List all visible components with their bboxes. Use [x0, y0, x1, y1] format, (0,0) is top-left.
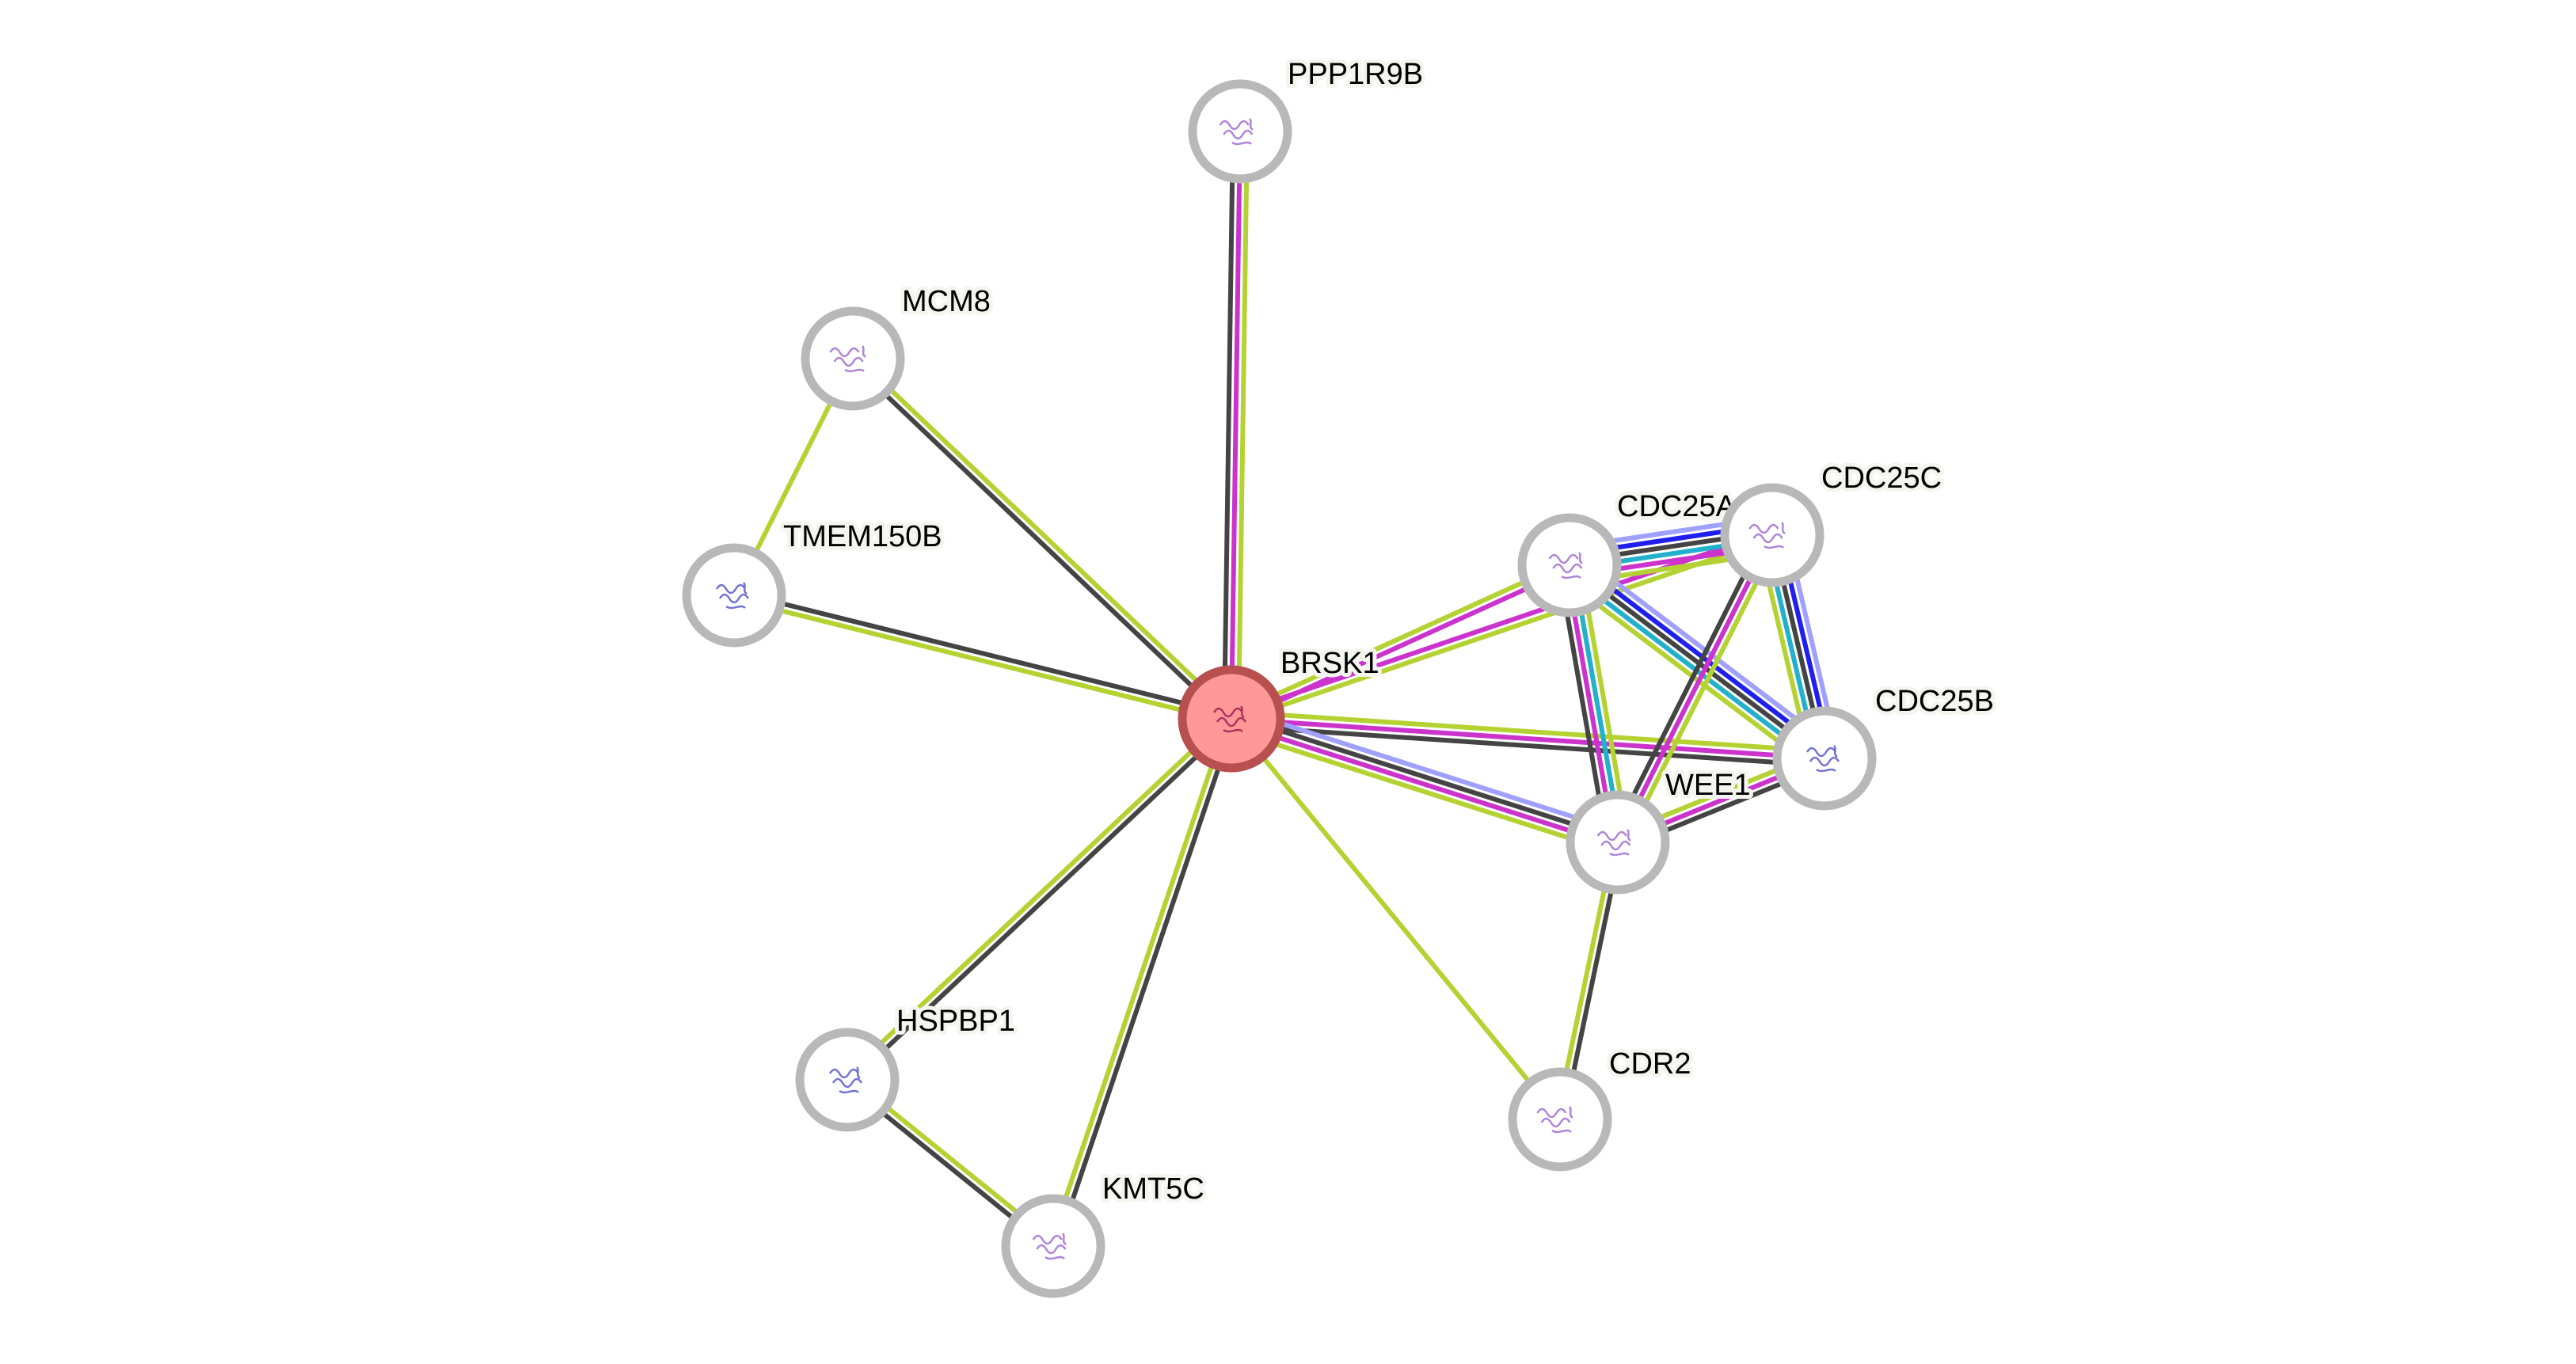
- protein-structure-icon: [829, 345, 866, 373]
- evidence-line-textmining: [1559, 574, 1817, 772]
- node-hspbp1[interactable]: HSPBP1: [795, 1001, 1019, 1132]
- protein-node-circle[interactable]: [795, 1028, 900, 1132]
- protein-structure-icon: [1212, 705, 1247, 733]
- protein-structure-icon: [1805, 745, 1840, 773]
- edge-brsk1-tmem150b[interactable]: [732, 589, 1233, 725]
- protein-structure-icon: [1548, 552, 1583, 579]
- protein-node-circle[interactable]: [1188, 79, 1292, 184]
- edge-brsk1-mcm8[interactable]: [848, 354, 1236, 724]
- evidence-line-experiments: [1231, 716, 1825, 761]
- protein-structure-icon: [1536, 1106, 1573, 1134]
- node-kmt5c[interactable]: KMT5C: [1001, 1168, 1208, 1298]
- node-label: KMT5C: [1102, 1172, 1204, 1206]
- protein-structure-icon: [1748, 522, 1786, 549]
- evidence-line-coexpression: [848, 720, 1236, 1085]
- node-ppp1r9b[interactable]: PPP1R9B: [1188, 54, 1427, 184]
- node-cdc25c[interactable]: CDC25C: [1720, 458, 1946, 587]
- protein-structure-icon: [828, 1066, 863, 1094]
- edge-brsk1-hspbp1[interactable]: [843, 714, 1236, 1085]
- evidence-line-textmining: [1047, 716, 1231, 1246]
- evidence-line-experiments: [1229, 529, 1772, 718]
- node-label: MCM8: [902, 285, 991, 318]
- node-label: TMEM150B: [783, 520, 942, 553]
- evidence-line-experiments: [1229, 720, 1618, 849]
- node-label: CDR2: [1609, 1047, 1691, 1081]
- protein-node-circle[interactable]: [1566, 790, 1670, 895]
- evidence-line-experiments: [1615, 534, 1775, 844]
- node-tmem150b[interactable]: TMEM150B: [682, 516, 946, 648]
- evidence-line-homology: [1234, 706, 1623, 834]
- edge-cdc25c-wee1[interactable]: [1609, 530, 1781, 847]
- node-cdc25b[interactable]: CDC25B: [1772, 681, 1998, 811]
- evidence-line-coexpression: [734, 589, 1233, 718]
- protein-node-circle[interactable]: [1517, 513, 1622, 617]
- evidence-line-textmining: [1229, 717, 1562, 1121]
- node-brsk1[interactable]: BRSK1: [1178, 643, 1383, 773]
- edge-brsk1-cdr2[interactable]: [1229, 717, 1562, 1121]
- node-label: HSPBP1: [896, 1005, 1015, 1038]
- evidence-line-coexpression: [1231, 723, 1825, 768]
- node-label: CDC25B: [1875, 685, 1994, 718]
- protein-structure-icon: [1032, 1233, 1067, 1260]
- evidence-line-textmining: [1228, 560, 1570, 718]
- evidence-line-coexpression: [1568, 563, 1826, 761]
- protein-node-circle[interactable]: [682, 543, 786, 648]
- node-label: CDC25A: [1617, 490, 1737, 523]
- evidence-line-coexpression: [1222, 131, 1236, 719]
- evidence-line-textmining: [854, 354, 1236, 718]
- protein-node-circle[interactable]: [1720, 483, 1825, 587]
- node-mcm8[interactable]: MCM8: [801, 281, 995, 411]
- node-label: PPP1R9B: [1288, 58, 1423, 91]
- protein-structure-icon: [715, 582, 750, 610]
- evidence-line-databases: [1563, 568, 1822, 766]
- protein-structure-icon: [1596, 829, 1631, 857]
- node-cdc25a[interactable]: CDC25A: [1517, 486, 1741, 617]
- evidence-line-textmining: [1622, 537, 1781, 847]
- protein-node-circle[interactable]: [1508, 1067, 1612, 1172]
- node-label: BRSK1: [1280, 647, 1379, 680]
- evidence-line-coexpression: [1231, 712, 1620, 842]
- protein-structure-icon: [1219, 118, 1254, 146]
- query-protein-node-circle[interactable]: [1178, 665, 1285, 773]
- edge-brsk1-kmt5c[interactable]: [1047, 716, 1238, 1248]
- edge-brsk1-cdc25b[interactable]: [1231, 709, 1825, 768]
- evidence-line-coexpression: [848, 359, 1231, 724]
- evidence-line-textmining: [843, 714, 1231, 1079]
- evidence-line-textmining: [1235, 131, 1250, 720]
- node-wee1[interactable]: WEE1: [1566, 765, 1755, 895]
- node-label: WEE1: [1665, 769, 1751, 802]
- evidence-line-textmining: [1227, 727, 1615, 855]
- protein-node-circle[interactable]: [801, 306, 905, 411]
- evidence-line-textmining: [732, 596, 1231, 725]
- evidence-line-textmining: [1231, 709, 1825, 754]
- edge-brsk1-wee1[interactable]: [1227, 706, 1623, 855]
- evidence-line-coexpression: [1609, 530, 1768, 841]
- edge-brsk1-cdc25c[interactable]: [1229, 529, 1775, 725]
- protein-node-circle[interactable]: [1772, 706, 1877, 811]
- protein-node-circle[interactable]: [1001, 1194, 1105, 1298]
- edge-brsk1-ppp1r9b[interactable]: [1222, 131, 1250, 720]
- evidence-line-textmining: [1231, 536, 1775, 725]
- evidence-line-experiments: [1229, 131, 1242, 720]
- node-cdr2[interactable]: CDR2: [1508, 1043, 1695, 1172]
- node-label: CDC25C: [1821, 462, 1942, 495]
- evidence-line-coexpression: [1054, 719, 1238, 1248]
